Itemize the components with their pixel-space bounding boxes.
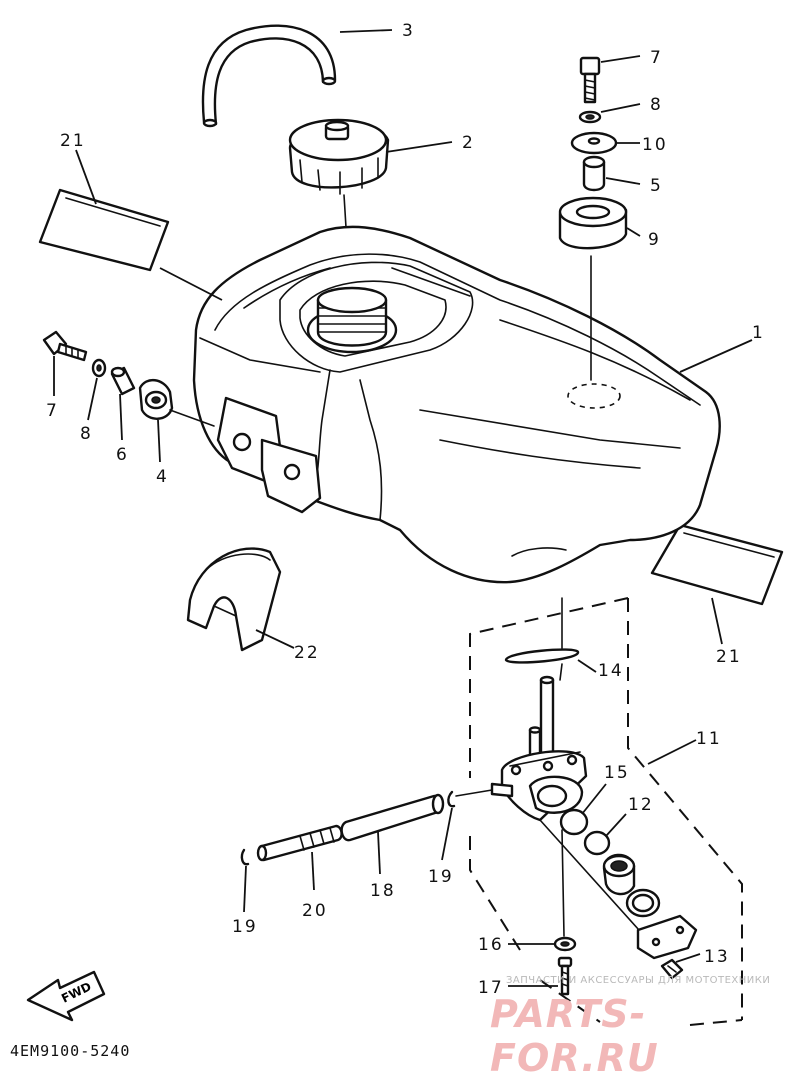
callout-10: 10 <box>642 135 668 155</box>
callout-6: 6 <box>116 445 129 465</box>
grommet-part <box>558 196 628 250</box>
callout-8-upper: 8 <box>650 95 663 115</box>
watermark-tagline: ЗАПЧАСТИ И АКСЕССУАРЫ ДЛЯ МОТОТЕХНИКИ <box>506 975 771 986</box>
callout-17: 17 <box>478 978 504 998</box>
watermark-logo: PARTS-FOR.RU <box>490 992 659 1080</box>
screw-part <box>660 958 684 980</box>
forward-arrow-icon <box>26 970 106 1022</box>
callout-21-upper: 21 <box>60 131 86 151</box>
callout-21-right: 21 <box>716 647 742 667</box>
callout-7-upper: 7 <box>650 48 663 68</box>
callout-13: 13 <box>704 947 730 967</box>
callout-20: 20 <box>302 901 328 921</box>
fuel-cock-part <box>490 675 588 822</box>
label-sticker-part <box>650 523 784 606</box>
label-sticker-part <box>38 188 170 272</box>
callout-8-left: 8 <box>80 424 93 444</box>
hose-clip-part <box>447 790 456 808</box>
leader-lines <box>53 29 753 987</box>
strainer-part <box>602 853 636 896</box>
hose-clip-part <box>240 848 250 866</box>
collar-part <box>582 155 606 192</box>
gasket-part <box>504 648 580 664</box>
callout-14: 14 <box>598 661 624 681</box>
screw-part <box>557 956 573 996</box>
fuel-hose-part <box>340 793 445 842</box>
callout-4: 4 <box>156 467 169 487</box>
lock-washer-part <box>91 358 107 378</box>
callout-9: 9 <box>648 230 661 250</box>
fuel-cap-part <box>288 118 390 195</box>
callout-5: 5 <box>650 176 663 196</box>
fuel-tank-part <box>192 225 721 584</box>
o-ring-part <box>583 830 611 856</box>
callout-22: 22 <box>294 643 320 663</box>
plate-washer-part <box>570 131 618 155</box>
lock-washer-part <box>578 110 602 124</box>
callout-18: 18 <box>370 881 396 901</box>
cover-plate-part <box>636 914 698 960</box>
bolt-part <box>42 330 88 362</box>
hose-joint-part <box>256 824 343 862</box>
callout-19-right: 19 <box>428 867 454 887</box>
callout-16: 16 <box>478 935 504 955</box>
callout-numbers: 1 2 3 4 5 6 7 7 8 8 9 10 11 12 13 14 15 … <box>46 21 765 998</box>
callout-12: 12 <box>628 795 654 815</box>
bolt-part <box>579 56 601 104</box>
callout-1: 1 <box>752 323 765 343</box>
damper-part <box>138 379 174 420</box>
breather-hose-part <box>201 24 337 128</box>
fuel-cock-assembly-outline <box>469 597 743 1026</box>
collar-part <box>110 366 136 396</box>
diagram-code: 4EM9100-5240 <box>10 1042 131 1060</box>
callout-19-left: 19 <box>232 917 258 937</box>
callout-11: 11 <box>696 729 722 749</box>
callout-7-left: 7 <box>46 401 59 421</box>
filter-part <box>559 808 589 836</box>
callout-15: 15 <box>604 763 630 783</box>
washer-part <box>553 936 577 952</box>
u-cushion-part <box>186 547 282 652</box>
callout-2: 2 <box>462 133 475 153</box>
seal-ring-part <box>625 888 661 918</box>
callout-3: 3 <box>402 21 415 41</box>
